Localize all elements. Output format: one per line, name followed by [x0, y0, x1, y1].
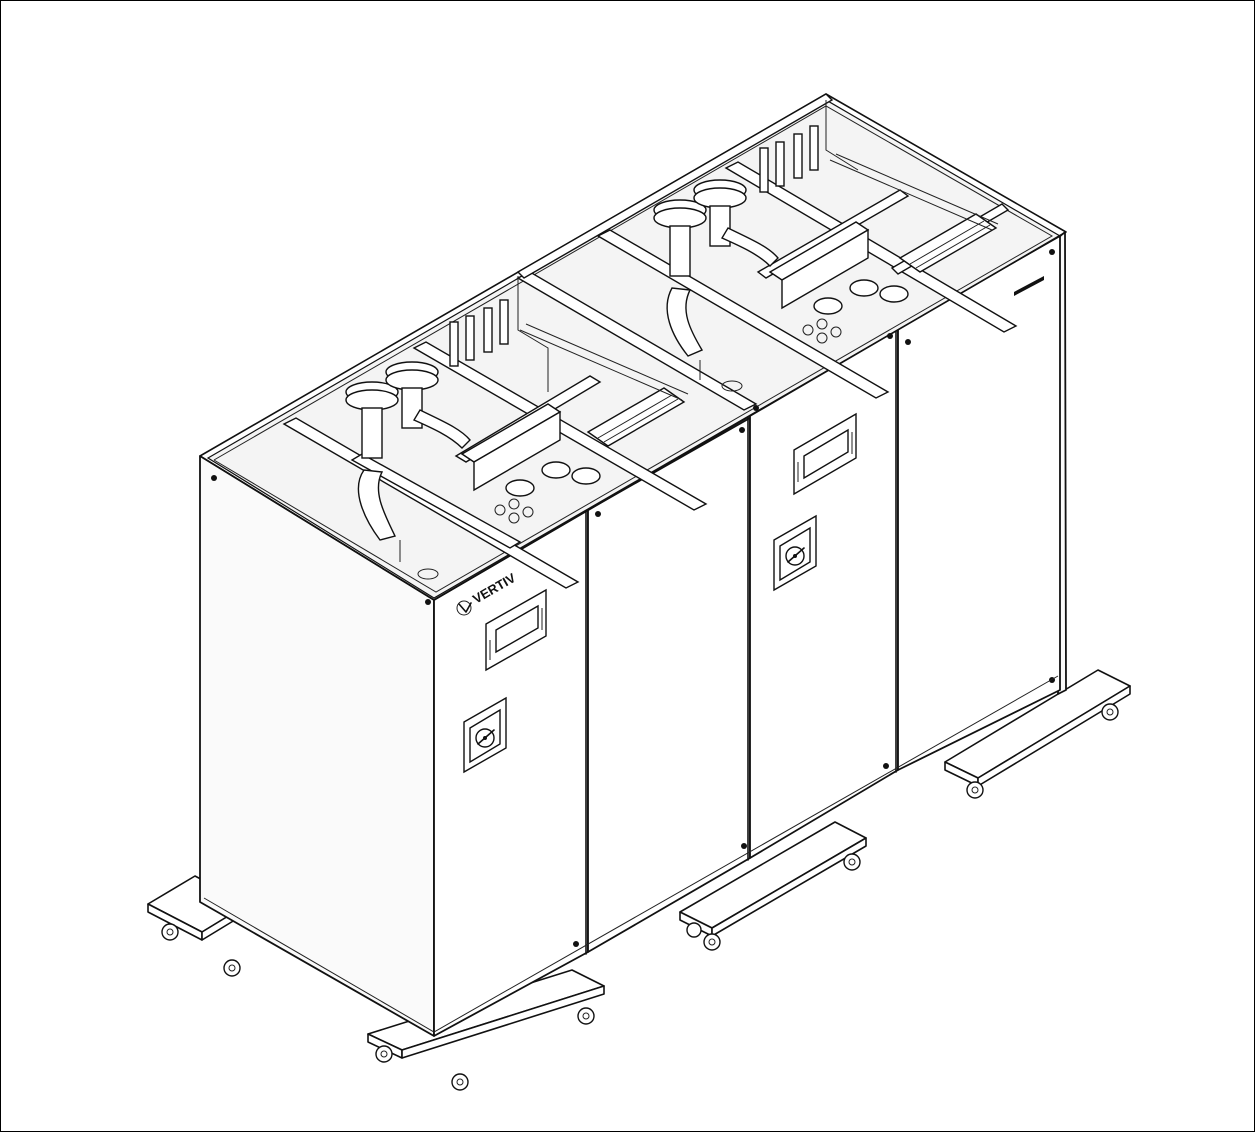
front-panel-2 [587, 417, 751, 953]
cabinet-side-label [1014, 276, 1044, 296]
display-screen-icon-right [793, 412, 857, 496]
dolly-back-right [944, 669, 1131, 799]
front-panel-3 [749, 327, 899, 859]
panel-fasteners [211, 249, 1055, 947]
display-screen-icon [485, 588, 547, 672]
disconnect-switch-icon [463, 696, 507, 774]
dolly-front-middle [679, 821, 867, 951]
right-module-internals [653, 125, 999, 357]
disconnect-switch-icon-right [773, 514, 817, 592]
left-module-internals [345, 299, 743, 580]
